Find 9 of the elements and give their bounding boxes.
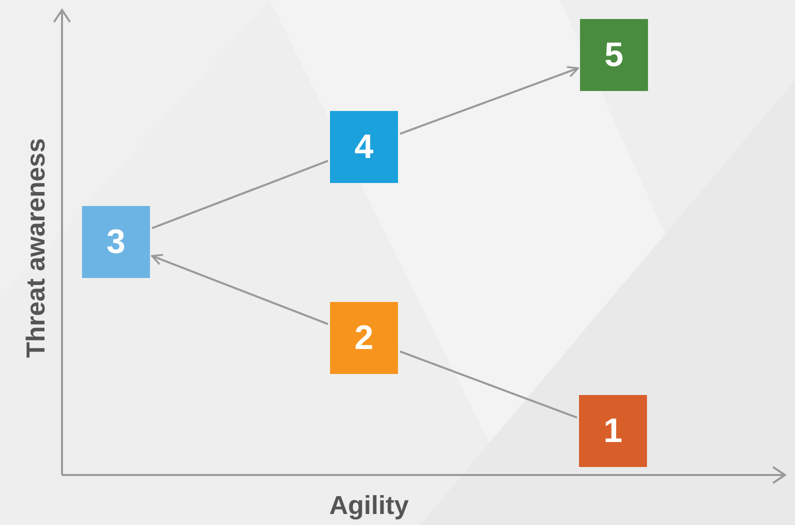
arrow <box>151 254 328 325</box>
number-box: 2 <box>330 302 398 374</box>
number-box: 3 <box>82 206 150 278</box>
arrow <box>400 66 579 135</box>
number-box: 4 <box>330 111 398 183</box>
axis-label: Threat awareness <box>20 138 52 358</box>
number-box: 1 <box>579 395 647 467</box>
number-box: 5 <box>580 19 648 91</box>
axis-label: Agility <box>329 490 409 521</box>
